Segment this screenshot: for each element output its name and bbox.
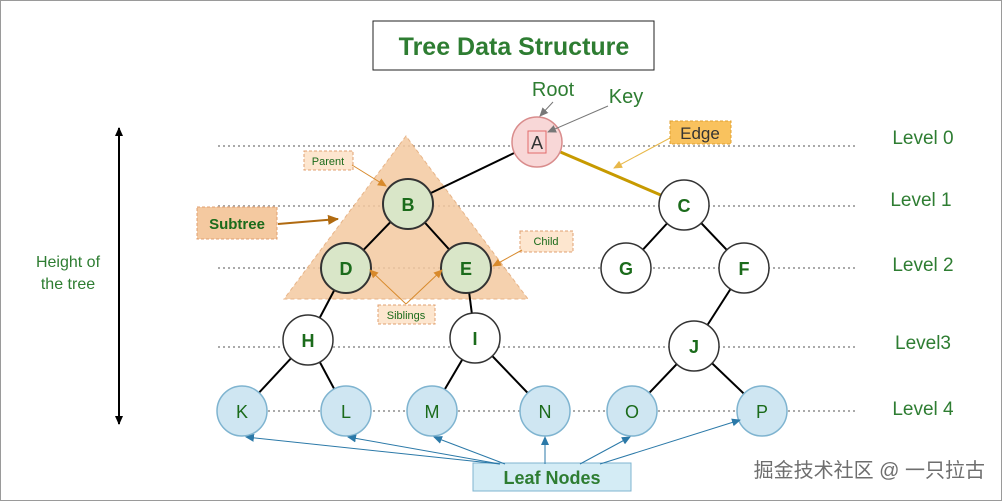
leaf-nodes-box [472,462,632,492]
node-f: F [718,242,770,294]
node-n-label: N [539,402,552,422]
node-n: N [519,385,571,437]
node-j-label: J [689,337,699,357]
height-label-line2: the tree [41,276,95,293]
node-h-label: H [302,331,315,351]
subtree-arrow [277,214,339,225]
edge-label: Edge [680,124,720,143]
node-l-label: L [341,402,351,422]
node-b: B [382,178,434,230]
node-p: P [736,385,788,437]
node-m: M [406,385,458,437]
node-o: O [606,385,658,437]
node-m-label: M [425,402,440,422]
node-c: C [658,179,710,231]
level-1-label: Level 1 [890,190,951,211]
edge-label-box [669,120,732,145]
node-a-label: A [531,133,543,153]
node-i: I [449,312,501,364]
level-0-label: Level 0 [892,128,953,149]
node-l: L [320,385,372,437]
node-d: D [320,242,372,294]
key-arrow [547,105,609,133]
root-arrow [539,101,554,117]
node-o-label: O [625,402,639,422]
child-label: Child [533,236,558,248]
watermark: 掘金技术社区 @ 一只拉古 [754,459,985,482]
level-3-label: Level3 [895,333,951,354]
height-label-line1: Height of [36,254,101,271]
key-label: Key [609,86,643,108]
child-arrow [492,249,523,267]
node-k-label: K [236,402,248,422]
child-label-box [519,230,574,253]
node-d-label: D [340,259,353,279]
diagram-title: Tree Data Structure [399,33,630,61]
subtree-label-box [196,206,278,240]
level-4-label: Level 4 [892,399,954,420]
siblings-label: Siblings [387,310,426,322]
node-c-label: C [678,196,691,216]
node-g-label: G [619,259,633,279]
node-j: J [668,320,720,372]
title-box [372,20,655,71]
node-k: K [216,385,268,437]
edge-label-arrow [613,137,671,169]
node-a: A [511,116,563,168]
node-e-label: E [460,259,472,279]
level-2-label: Level 2 [892,255,953,276]
parent-arrow [351,164,387,187]
subtree-label: Subtree [209,216,265,233]
siblings-arrow-right [405,269,443,305]
node-g: G [600,242,652,294]
siblings-label-box [377,304,436,325]
node-e: E [440,242,492,294]
edge-a-c-highlight [536,140,685,207]
siblings-arrow-left [369,269,407,305]
node-b-label: B [402,195,415,215]
root-label: Root [532,79,575,101]
node-h: H [282,314,334,366]
leaf-arrows [245,418,741,465]
node-p-label: P [756,402,768,422]
parent-label-box [303,150,354,171]
node-i-label: I [472,329,477,349]
node-f-label: F [739,259,750,279]
leaf-nodes-label: Leaf Nodes [503,468,600,488]
parent-label: Parent [312,156,344,168]
